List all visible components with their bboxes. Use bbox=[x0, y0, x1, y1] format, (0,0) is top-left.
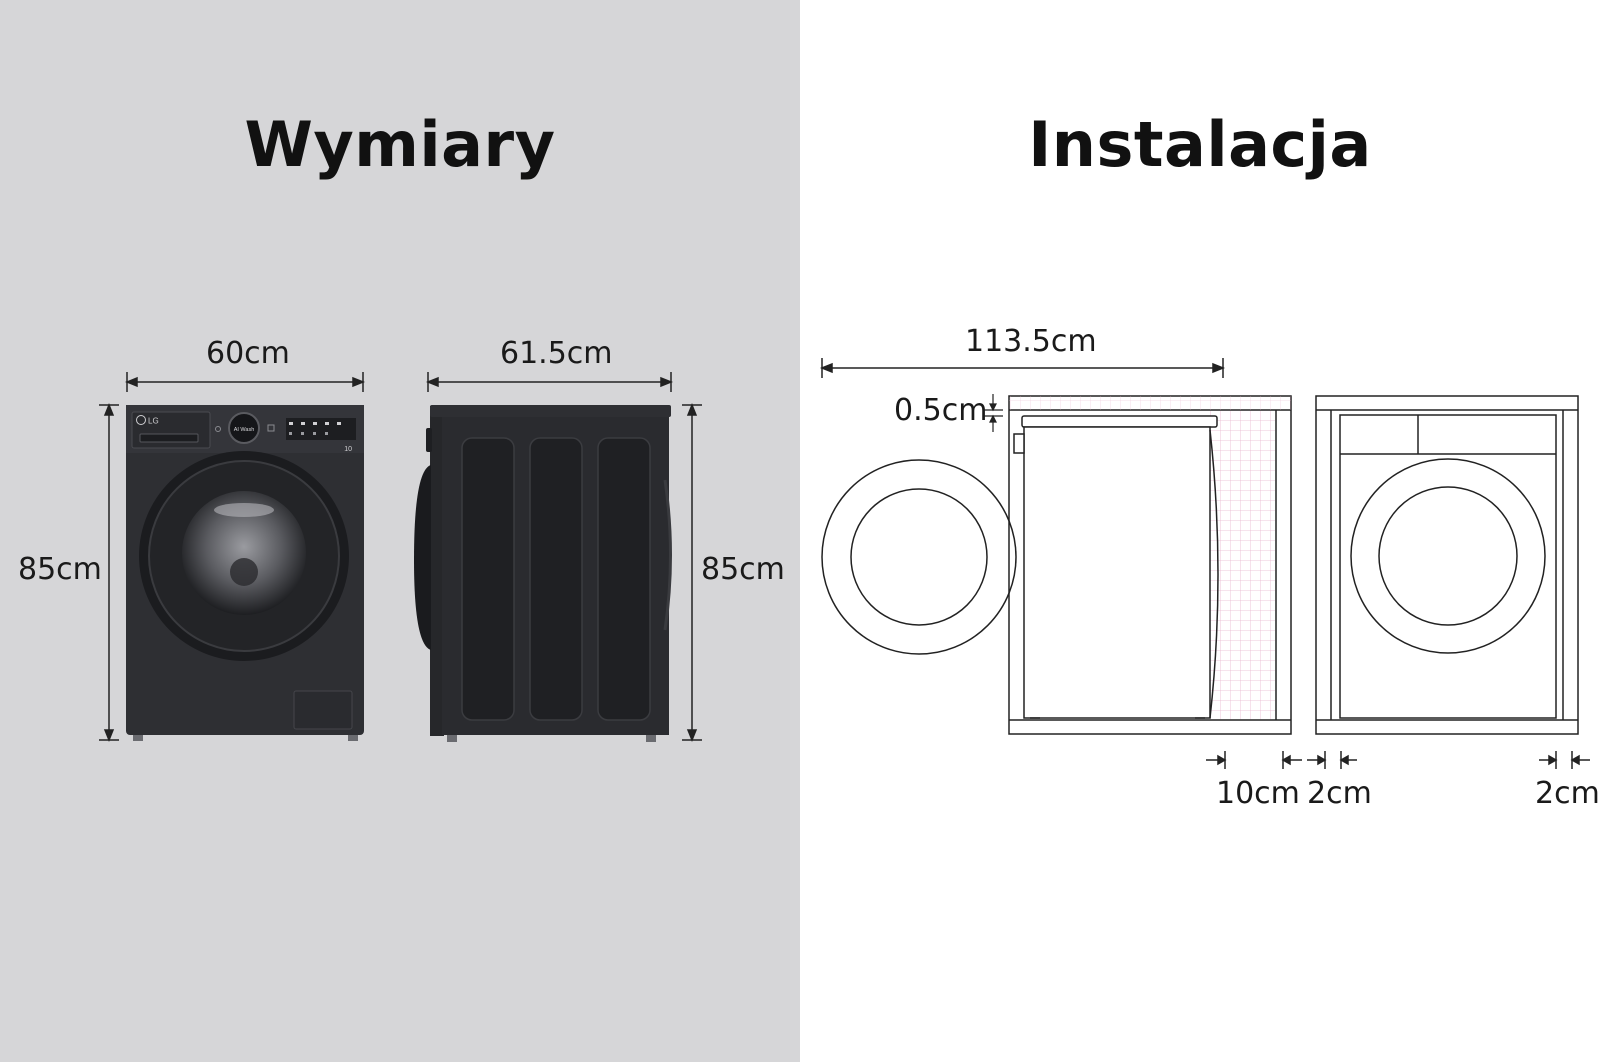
foot bbox=[646, 735, 656, 742]
foot bbox=[348, 735, 358, 741]
installation-title: Instalacja bbox=[1028, 108, 1372, 181]
door-open-depth-dimension-line bbox=[819, 358, 1226, 378]
washer-side-outline bbox=[1013, 415, 1219, 719]
rear-clearance-zone bbox=[1210, 411, 1275, 719]
side-depth-dimension-line bbox=[425, 372, 674, 392]
dimensions-title: Wymiary bbox=[244, 108, 556, 181]
dial-label: AI Wash bbox=[234, 427, 255, 433]
door-open-depth-label: 113.5cm bbox=[965, 324, 1097, 359]
rear-gap-label: 10cm bbox=[1216, 776, 1300, 811]
side-panel-rib bbox=[597, 437, 651, 721]
program-dial: AI Wash bbox=[228, 412, 260, 444]
foot bbox=[133, 735, 143, 741]
side-panel-rib bbox=[461, 437, 515, 721]
side-depth-label: 61.5cm bbox=[500, 336, 613, 371]
side-gap-right-dimension-marker bbox=[1539, 751, 1590, 769]
filter-cover bbox=[293, 690, 353, 730]
washer-front-view: LG AI Wash 10 bbox=[126, 405, 364, 741]
dimensions-drawing: LG AI Wash 10 bbox=[99, 372, 702, 743]
warranty-badge: 10 bbox=[344, 446, 352, 453]
washer-side-view bbox=[414, 405, 672, 742]
dial-knob bbox=[426, 428, 432, 452]
door bbox=[139, 451, 349, 661]
top-gap-dimension-marker bbox=[983, 394, 1003, 432]
door-profile bbox=[414, 465, 431, 650]
front-width-label: 60cm bbox=[206, 336, 290, 371]
front-height-label: 85cm bbox=[18, 552, 102, 587]
front-cabinet bbox=[1315, 395, 1579, 735]
side-gap-right-label: 2cm bbox=[1535, 776, 1600, 811]
side-height-dimension-line bbox=[682, 402, 702, 743]
front-width-dimension-line bbox=[124, 372, 366, 392]
rear-gap-dimension-marker bbox=[1206, 751, 1302, 769]
brand-logo-text: LG bbox=[148, 417, 159, 426]
front-height-dimension-line bbox=[99, 402, 119, 743]
lg-logo-icon bbox=[136, 415, 146, 425]
washer-front-outline bbox=[1339, 414, 1557, 719]
power-button-icon bbox=[215, 426, 221, 432]
foot bbox=[447, 735, 457, 742]
open-door-outline bbox=[821, 459, 1017, 655]
start-button-icon bbox=[267, 424, 275, 432]
side-height-label: 85cm bbox=[701, 552, 785, 587]
control-display bbox=[286, 418, 356, 440]
top-clearance-zone bbox=[1009, 396, 1291, 410]
side-gap-left-dimension-marker bbox=[1307, 751, 1357, 769]
top-gap-label: 0.5cm bbox=[894, 393, 988, 428]
side-panel-rib bbox=[529, 437, 583, 721]
side-gap-left-label: 2cm bbox=[1307, 776, 1372, 811]
